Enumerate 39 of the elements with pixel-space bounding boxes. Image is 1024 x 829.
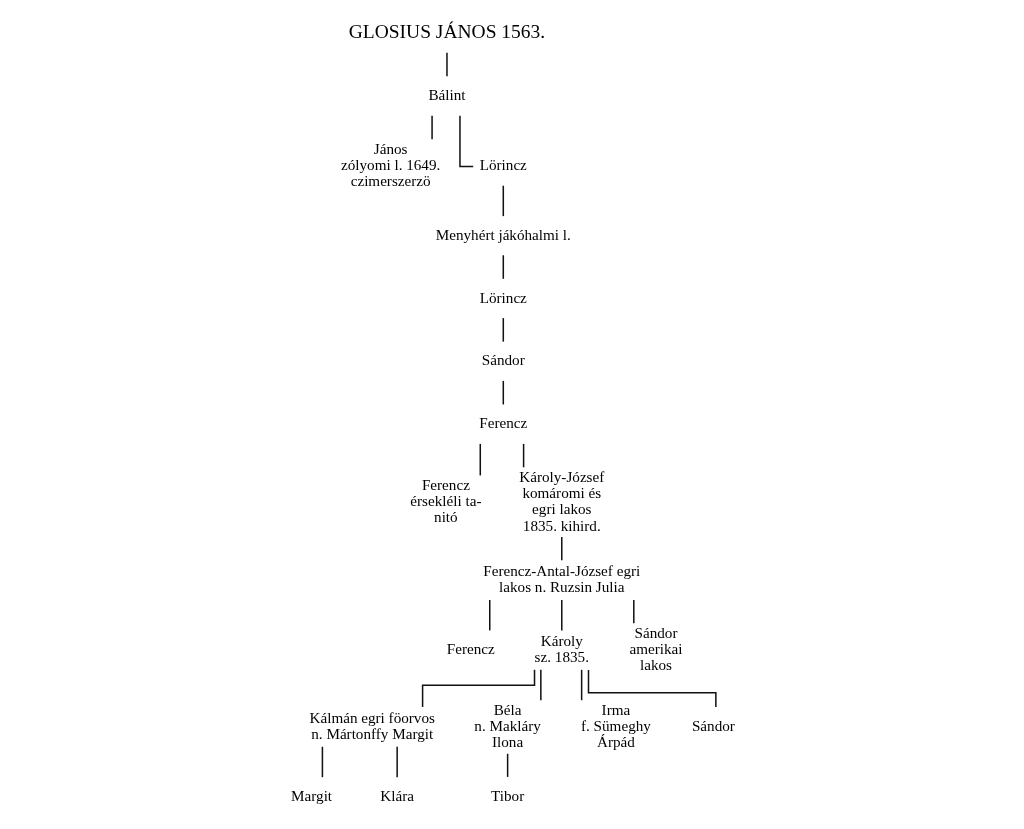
node-text: Bálint [427, 85, 465, 103]
connector [321, 745, 323, 778]
node-text: Tibor [490, 786, 524, 804]
connector [488, 598, 490, 631]
node-text: Sándor [691, 716, 735, 734]
connector [580, 668, 582, 701]
node-text: Ferencz-Antal-József egri lakos n. Ruzsin Julia [482, 561, 640, 595]
connector [506, 752, 508, 778]
node-text: Ferencz [446, 639, 495, 657]
connector [479, 442, 481, 476]
node-text: Klára [379, 786, 414, 804]
node-text: Margit [290, 786, 332, 804]
node-text: Kálmán egri föorvos n. Mártonffy Margit [309, 708, 435, 742]
node-text: Sándor [481, 350, 525, 368]
connector [560, 598, 563, 631]
connector [522, 442, 524, 468]
node-text: Károly-József komáromi és egri lakos 1835. kihird. [518, 467, 604, 534]
node-text: Irma f. Sümeghy Árpád [580, 700, 651, 750]
connector [445, 51, 448, 77]
node-text: János zólyomi l. 1649. czimerszerzö [340, 139, 440, 189]
node-text: Sándor amerikai lakos [629, 623, 683, 673]
connector [539, 668, 542, 701]
node-text: Béla n. Makláry Ilona [473, 700, 541, 750]
connector [430, 114, 433, 140]
connector [502, 254, 504, 280]
node-text: GLOSIUS JÁNOS 1563. [348, 20, 545, 42]
node-text: Ferencz [478, 413, 527, 431]
node-text: Károly sz. 1835. [534, 631, 589, 665]
connector [421, 668, 535, 708]
node-text: Lörincz [479, 155, 527, 173]
connector [560, 535, 563, 561]
node-text: Ferencz érsekléli ta- nitó [409, 475, 481, 525]
connector [502, 379, 504, 405]
node-text: Menyhért jákóhalmi l. [435, 225, 571, 243]
connector [632, 598, 635, 624]
connector [502, 184, 504, 217]
connector [395, 745, 398, 778]
node-text: Lörincz [479, 288, 527, 306]
connector [502, 316, 504, 342]
